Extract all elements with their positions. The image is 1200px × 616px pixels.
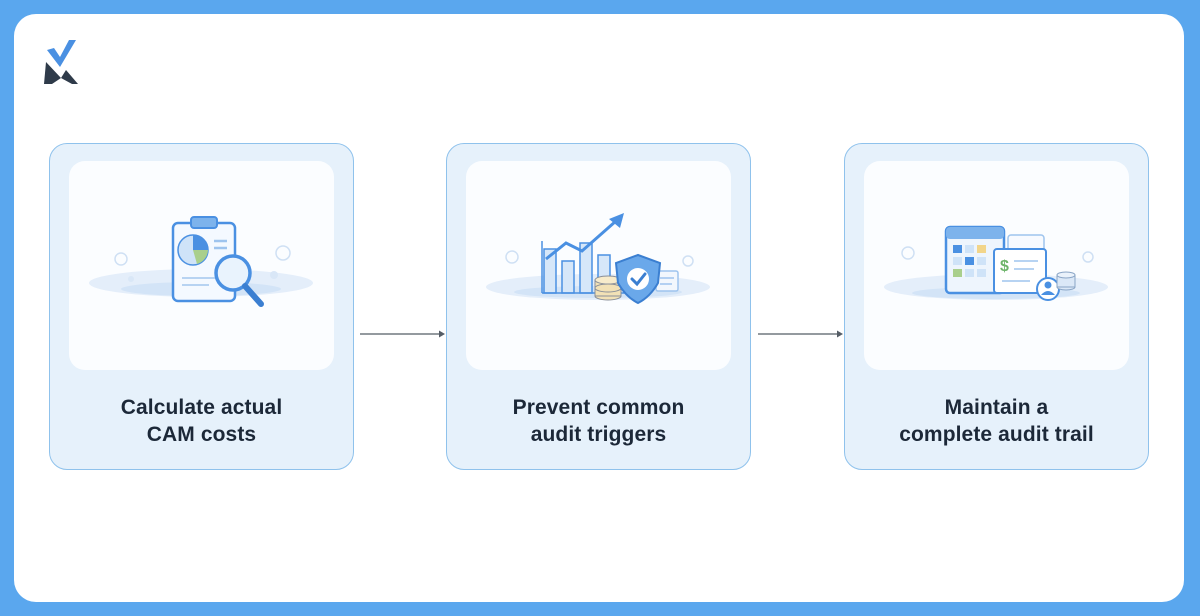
step-card-calculate: Calculate actual CAM costs (49, 143, 354, 470)
step-illustration (69, 161, 334, 370)
step-label-line-2: CAM costs (146, 423, 257, 446)
svg-text:$: $ (1000, 258, 1009, 275)
step-label: Calculate actual CAM costs (50, 394, 353, 448)
step-label-line-1: Calculate actual (120, 396, 283, 419)
step-label: Prevent common audit triggers (447, 394, 750, 448)
growth-chart-shield-icon (486, 213, 710, 305)
step-card-maintain: $ Maintain a complete audit trail (844, 143, 1149, 470)
step-label: Maintain a complete audit trail (845, 394, 1148, 448)
content-panel: Calculate actual CAM costs (14, 14, 1184, 602)
ledger-documents-icon: $ (884, 225, 1108, 301)
step-label-line-1: Maintain a (944, 396, 1049, 419)
step-illustration: $ (864, 161, 1129, 370)
flow-arrow (758, 330, 843, 338)
clipboard-chart-magnifier-icon (89, 216, 313, 307)
step-label-line-1: Prevent common (512, 396, 685, 419)
step-label-line-2: complete audit trail (899, 423, 1094, 446)
flow-arrow (360, 330, 445, 338)
step-illustration (466, 161, 731, 370)
step-card-prevent: Prevent common audit triggers (446, 143, 751, 470)
checkmark-x-logo (44, 40, 78, 84)
step-label-line-2: audit triggers (530, 423, 667, 446)
